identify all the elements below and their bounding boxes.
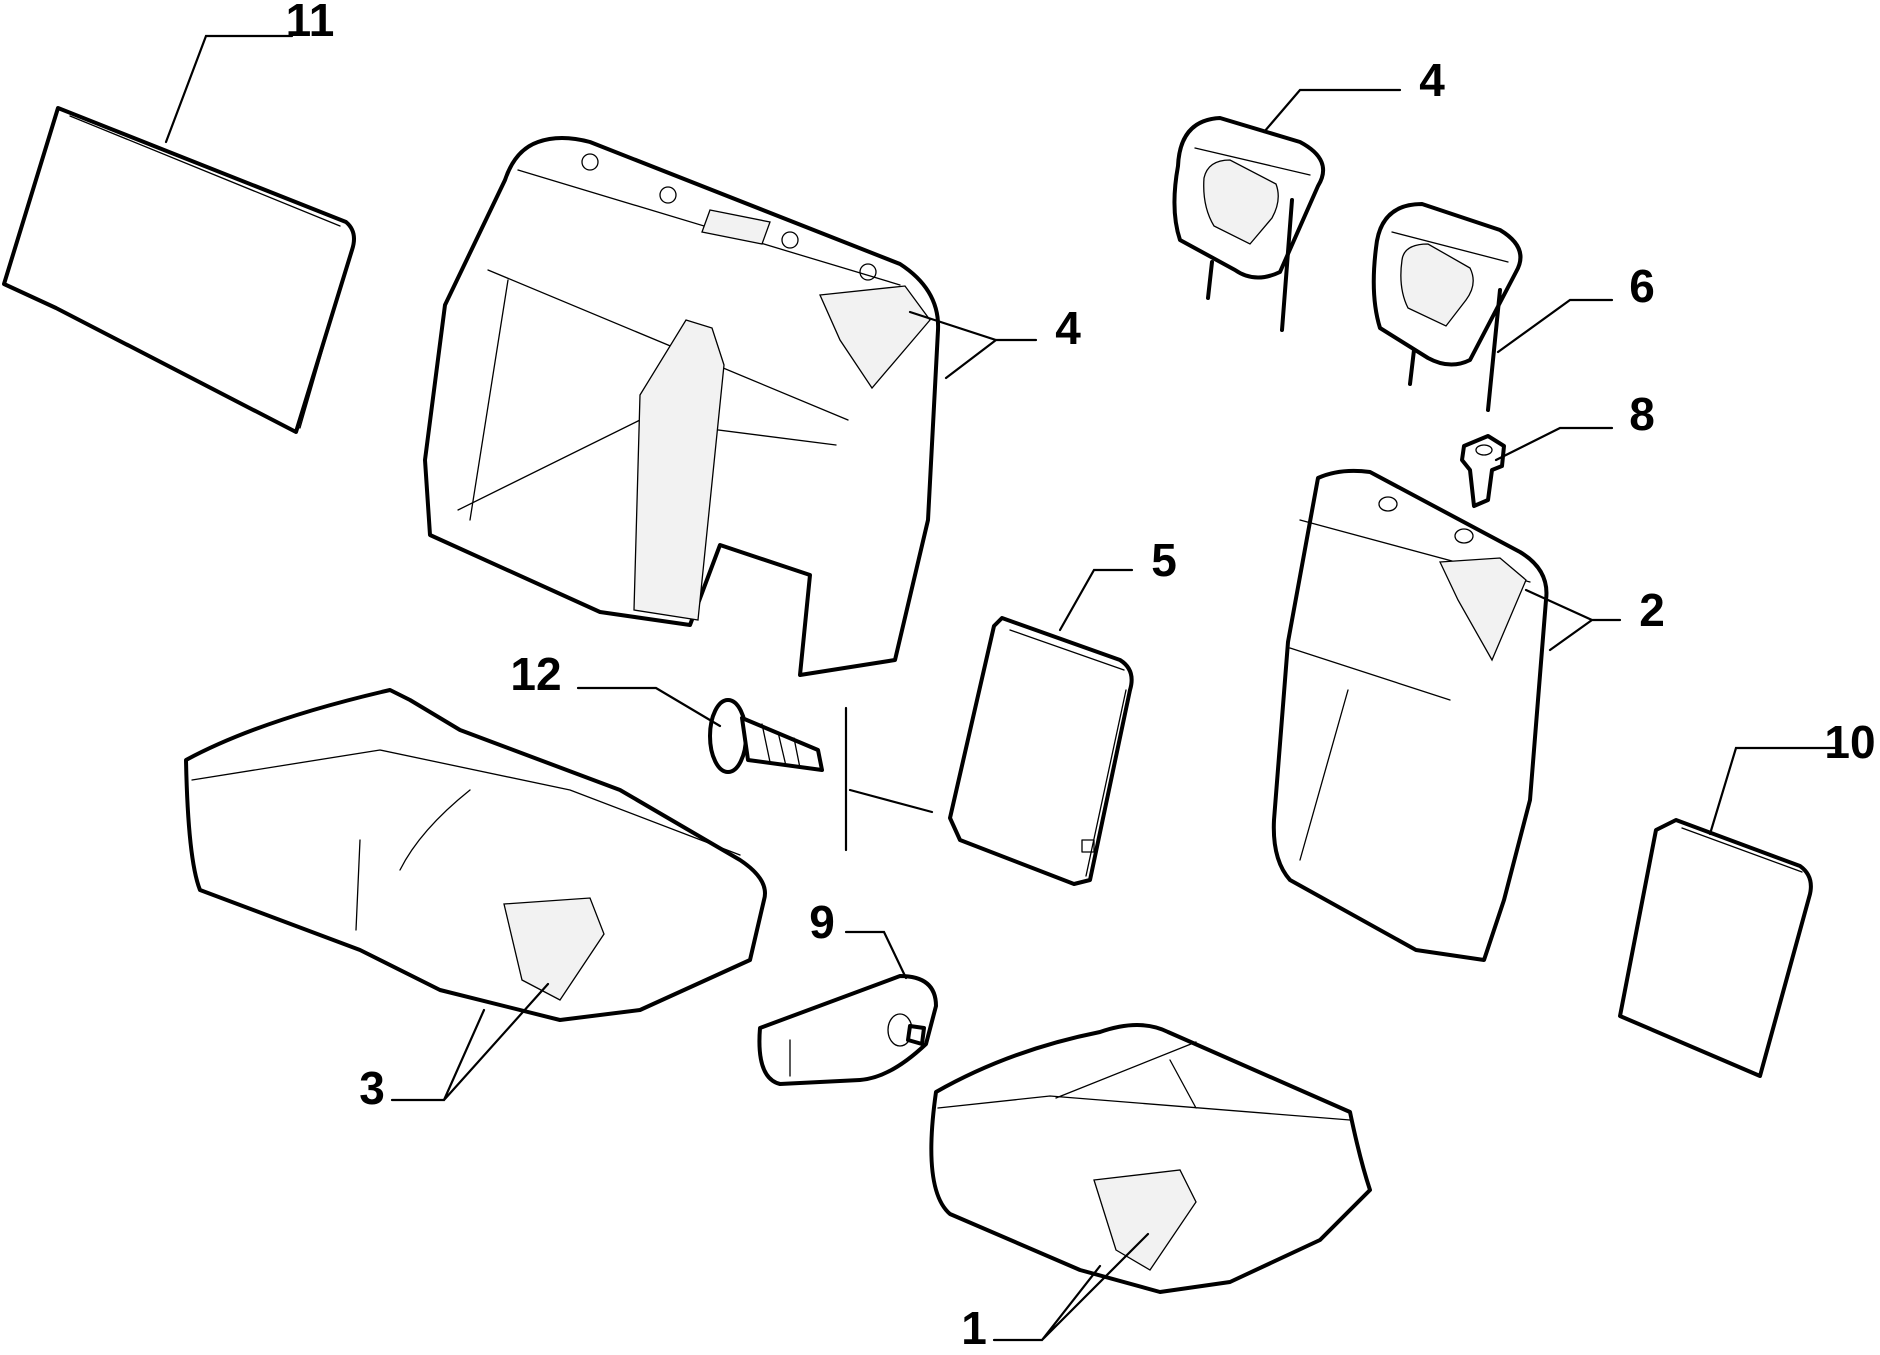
part-12-bolt <box>708 698 824 774</box>
leader-lines <box>164 34 1842 1342</box>
leader-4-headrest <box>1262 88 1402 134</box>
callout-6: 6 <box>1629 260 1655 312</box>
leader-12 <box>576 686 722 728</box>
callout-9: 9 <box>809 896 835 948</box>
part-9-hinge-bracket <box>757 974 938 1086</box>
callout-5: 5 <box>1151 534 1177 586</box>
part-11-back-panel <box>2 106 356 434</box>
part-4-rear-backrest <box>423 136 941 677</box>
leader-5 <box>1058 568 1134 632</box>
part-1-side-cushion <box>929 1023 1372 1294</box>
callout-12: 12 <box>510 648 561 700</box>
callout-3: 3 <box>359 1062 385 1114</box>
leader-11 <box>164 34 294 144</box>
leader-9 <box>844 930 908 980</box>
callout-4-backrest: 4 <box>1055 302 1081 354</box>
part-6-headrest <box>1371 202 1523 412</box>
callout-8: 8 <box>1629 388 1655 440</box>
leader-4-back <box>908 310 1038 380</box>
part-2-side-backrest <box>1271 468 1549 962</box>
callout-10: 10 <box>1824 716 1875 768</box>
leader-3 <box>390 982 550 1102</box>
part-8-headrest-guide <box>1460 434 1506 508</box>
callout-labels: 11 4 4 6 8 5 2 10 12 9 3 1 <box>286 0 1876 1354</box>
callout-2: 2 <box>1639 584 1665 636</box>
leader-10 <box>1708 746 1842 836</box>
callout-4-headrest: 4 <box>1419 54 1445 106</box>
leader-6 <box>1496 298 1614 354</box>
leader-2 <box>1524 588 1622 652</box>
part-4-headrest <box>1172 116 1325 332</box>
part-10-side-panel <box>1618 818 1813 1078</box>
assembly-axis-lines <box>844 706 934 852</box>
leader-1 <box>992 1232 1150 1342</box>
part-3-rear-cushion <box>184 688 767 1022</box>
leader-8 <box>1494 426 1614 462</box>
callout-11: 11 <box>286 0 335 46</box>
callout-1: 1 <box>961 1302 987 1354</box>
part-5-armrest-panel <box>948 616 1134 886</box>
